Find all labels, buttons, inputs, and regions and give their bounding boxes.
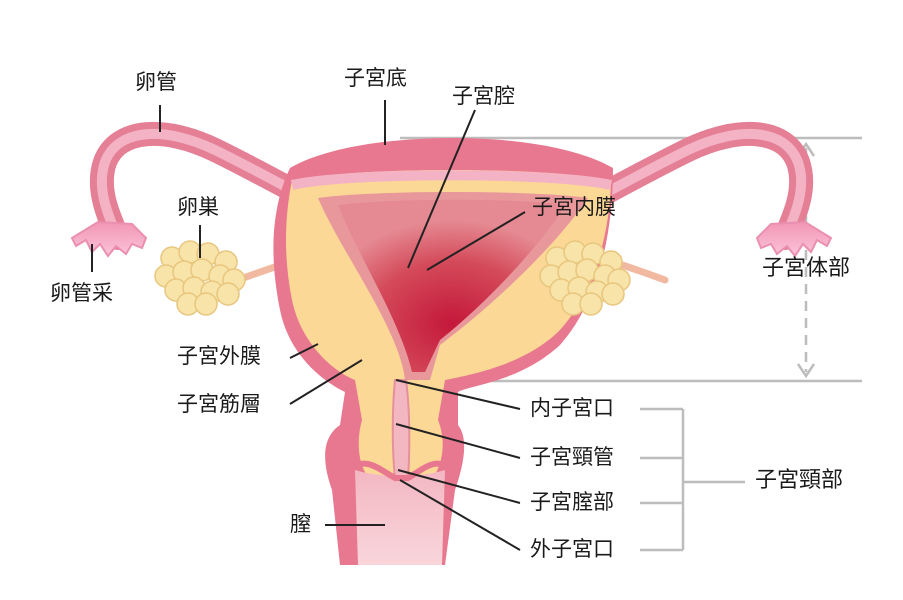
label-fimbriae: 卵管采 bbox=[50, 281, 113, 305]
ovary-right bbox=[539, 240, 631, 316]
uterine-cavity-shape bbox=[338, 199, 566, 372]
label-fundus: 子宮底 bbox=[344, 66, 407, 90]
label-endometrium: 子宮内膜 bbox=[532, 195, 616, 219]
vaginal-fornix bbox=[347, 460, 453, 481]
leader-lines bbox=[91, 100, 526, 551]
fundus-arc bbox=[290, 170, 613, 190]
ovary-left bbox=[154, 240, 246, 316]
label-external-os: 外子宮口 bbox=[530, 537, 614, 561]
fallopian-tube-right bbox=[561, 121, 814, 250]
label-myometrium: 子宮筋層 bbox=[177, 392, 261, 416]
ovary-follicle bbox=[579, 292, 603, 316]
label-uterine-cavity: 子宮腔 bbox=[452, 84, 515, 108]
ovary-follicle bbox=[216, 282, 240, 306]
label-uterine-body: 子宮体部 bbox=[762, 256, 851, 281]
label-vagina: 膣 bbox=[290, 512, 311, 536]
label-internal-os: 内子宮口 bbox=[530, 396, 614, 420]
cervical-canal-shape bbox=[391, 379, 411, 479]
ovary-follicle bbox=[601, 282, 625, 306]
fallopian-tube-left bbox=[89, 121, 342, 250]
label-vaginal-part: 子宮腟部 bbox=[530, 490, 614, 514]
fimbriae-left bbox=[70, 220, 148, 258]
label-cervical-canal: 子宮頸管 bbox=[530, 445, 614, 469]
fimbriae-right bbox=[755, 220, 833, 258]
ovary-follicle bbox=[194, 292, 218, 316]
label-cervix: 子宮頸部 bbox=[755, 468, 844, 493]
label-perimetrium: 子宮外膜 bbox=[177, 344, 261, 368]
label-ovary: 卵巣 bbox=[177, 195, 219, 219]
cervix-bracket bbox=[640, 407, 745, 552]
label-fallopian-tube: 卵管 bbox=[135, 70, 177, 94]
vagina-shape bbox=[355, 470, 445, 565]
